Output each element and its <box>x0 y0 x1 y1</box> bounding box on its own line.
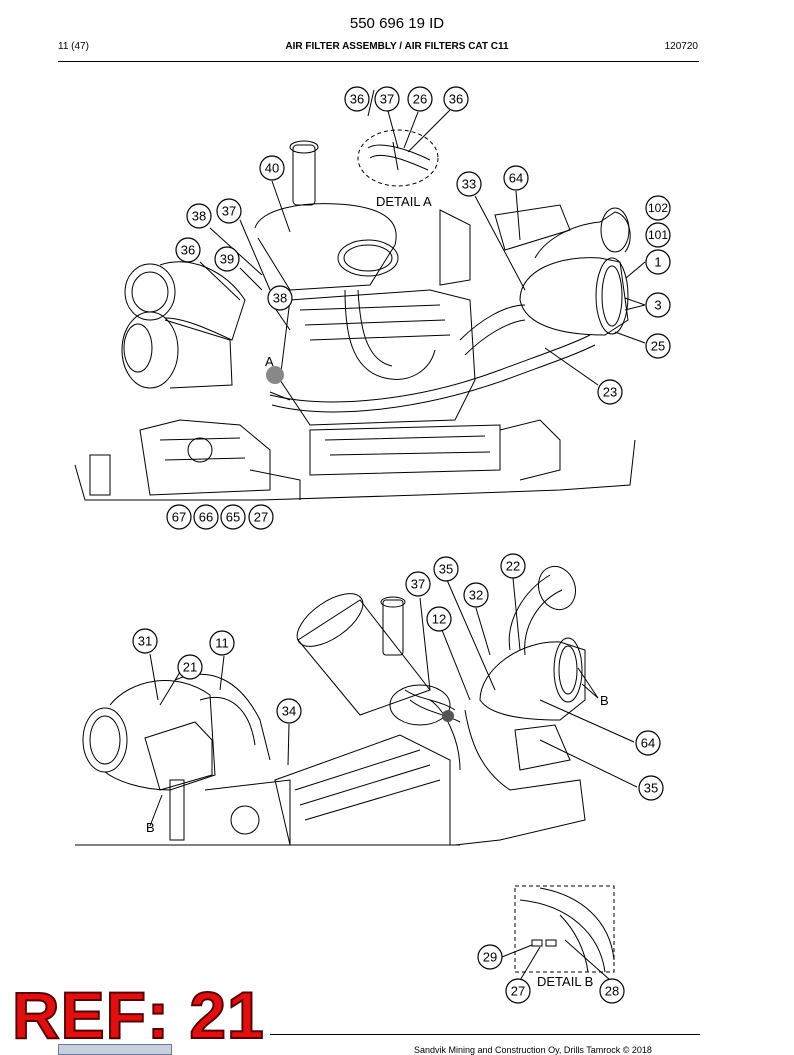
callout-29: 29 <box>483 950 497 965</box>
callout-32: 32 <box>469 588 483 603</box>
callout-numbers: 36 37 26 36 40 33 64 38 37 36 39 38 102 … <box>138 92 669 999</box>
callout-circles <box>132 86 671 1004</box>
callout-67: 67 <box>172 510 186 525</box>
callout-65: 65 <box>226 510 240 525</box>
callout-23: 23 <box>603 385 617 400</box>
callout-37: 37 <box>222 204 236 219</box>
leader-lines-middle <box>149 577 638 827</box>
callout-31: 31 <box>138 634 152 649</box>
detail-a-label: DETAIL A <box>376 194 432 209</box>
callout-36: 36 <box>350 92 364 107</box>
page-title: AIR FILTER ASSEMBLY / AIR FILTERS CAT C1… <box>285 41 509 52</box>
callout-1: 1 <box>654 255 661 270</box>
callout-25: 25 <box>651 339 665 354</box>
marker-b-label-right: B <box>600 693 609 708</box>
callout-12: 12 <box>432 612 446 627</box>
callout-37: 37 <box>380 92 394 107</box>
callout-64: 64 <box>641 736 655 751</box>
footer-copyright: Sandvik Mining and Construction Oy, Dril… <box>414 1045 652 1055</box>
callout-64: 64 <box>509 171 523 186</box>
ref-stamp: REF: 21 <box>11 978 265 1052</box>
callout-27: 27 <box>254 510 268 525</box>
callout-101: 101 <box>648 228 668 242</box>
callout-11: 11 <box>215 636 229 651</box>
callout-3: 3 <box>654 298 661 313</box>
marker-a-label: A <box>265 354 274 369</box>
diagram-labels: DETAIL A A B B DETAIL B <box>146 194 609 989</box>
callout-39: 39 <box>220 252 234 267</box>
engine-assembly-drawing-middle <box>75 565 586 846</box>
marker-b-label-left: B <box>146 820 155 835</box>
callout-35: 35 <box>644 781 658 796</box>
detail-b-label: DETAIL B <box>537 974 593 989</box>
document-code: 120720 <box>664 41 698 52</box>
callout-36: 36 <box>181 243 195 258</box>
callout-35: 35 <box>439 562 453 577</box>
callout-22: 22 <box>506 559 520 574</box>
callout-37: 37 <box>411 577 425 592</box>
callout-66: 66 <box>199 510 213 525</box>
callout-26: 26 <box>413 92 427 107</box>
callout-27: 27 <box>511 984 525 999</box>
callout-40: 40 <box>265 161 279 176</box>
callout-38: 38 <box>192 209 206 224</box>
callout-21: 21 <box>183 660 197 675</box>
callout-38: 38 <box>273 291 287 306</box>
callout-34: 34 <box>282 704 296 719</box>
callout-102: 102 <box>648 201 668 215</box>
page-number: 11 (47) <box>58 41 89 52</box>
detail-b-drawing <box>501 885 615 983</box>
document-id: 550 696 19 ID <box>349 15 445 32</box>
footer-divider <box>270 1034 700 1035</box>
callout-33: 33 <box>462 177 476 192</box>
callout-28: 28 <box>605 984 619 999</box>
callout-36: 36 <box>449 92 463 107</box>
header-divider <box>58 61 699 62</box>
leader-lines-top <box>199 89 646 386</box>
engine-assembly-drawing-top <box>74 129 636 501</box>
